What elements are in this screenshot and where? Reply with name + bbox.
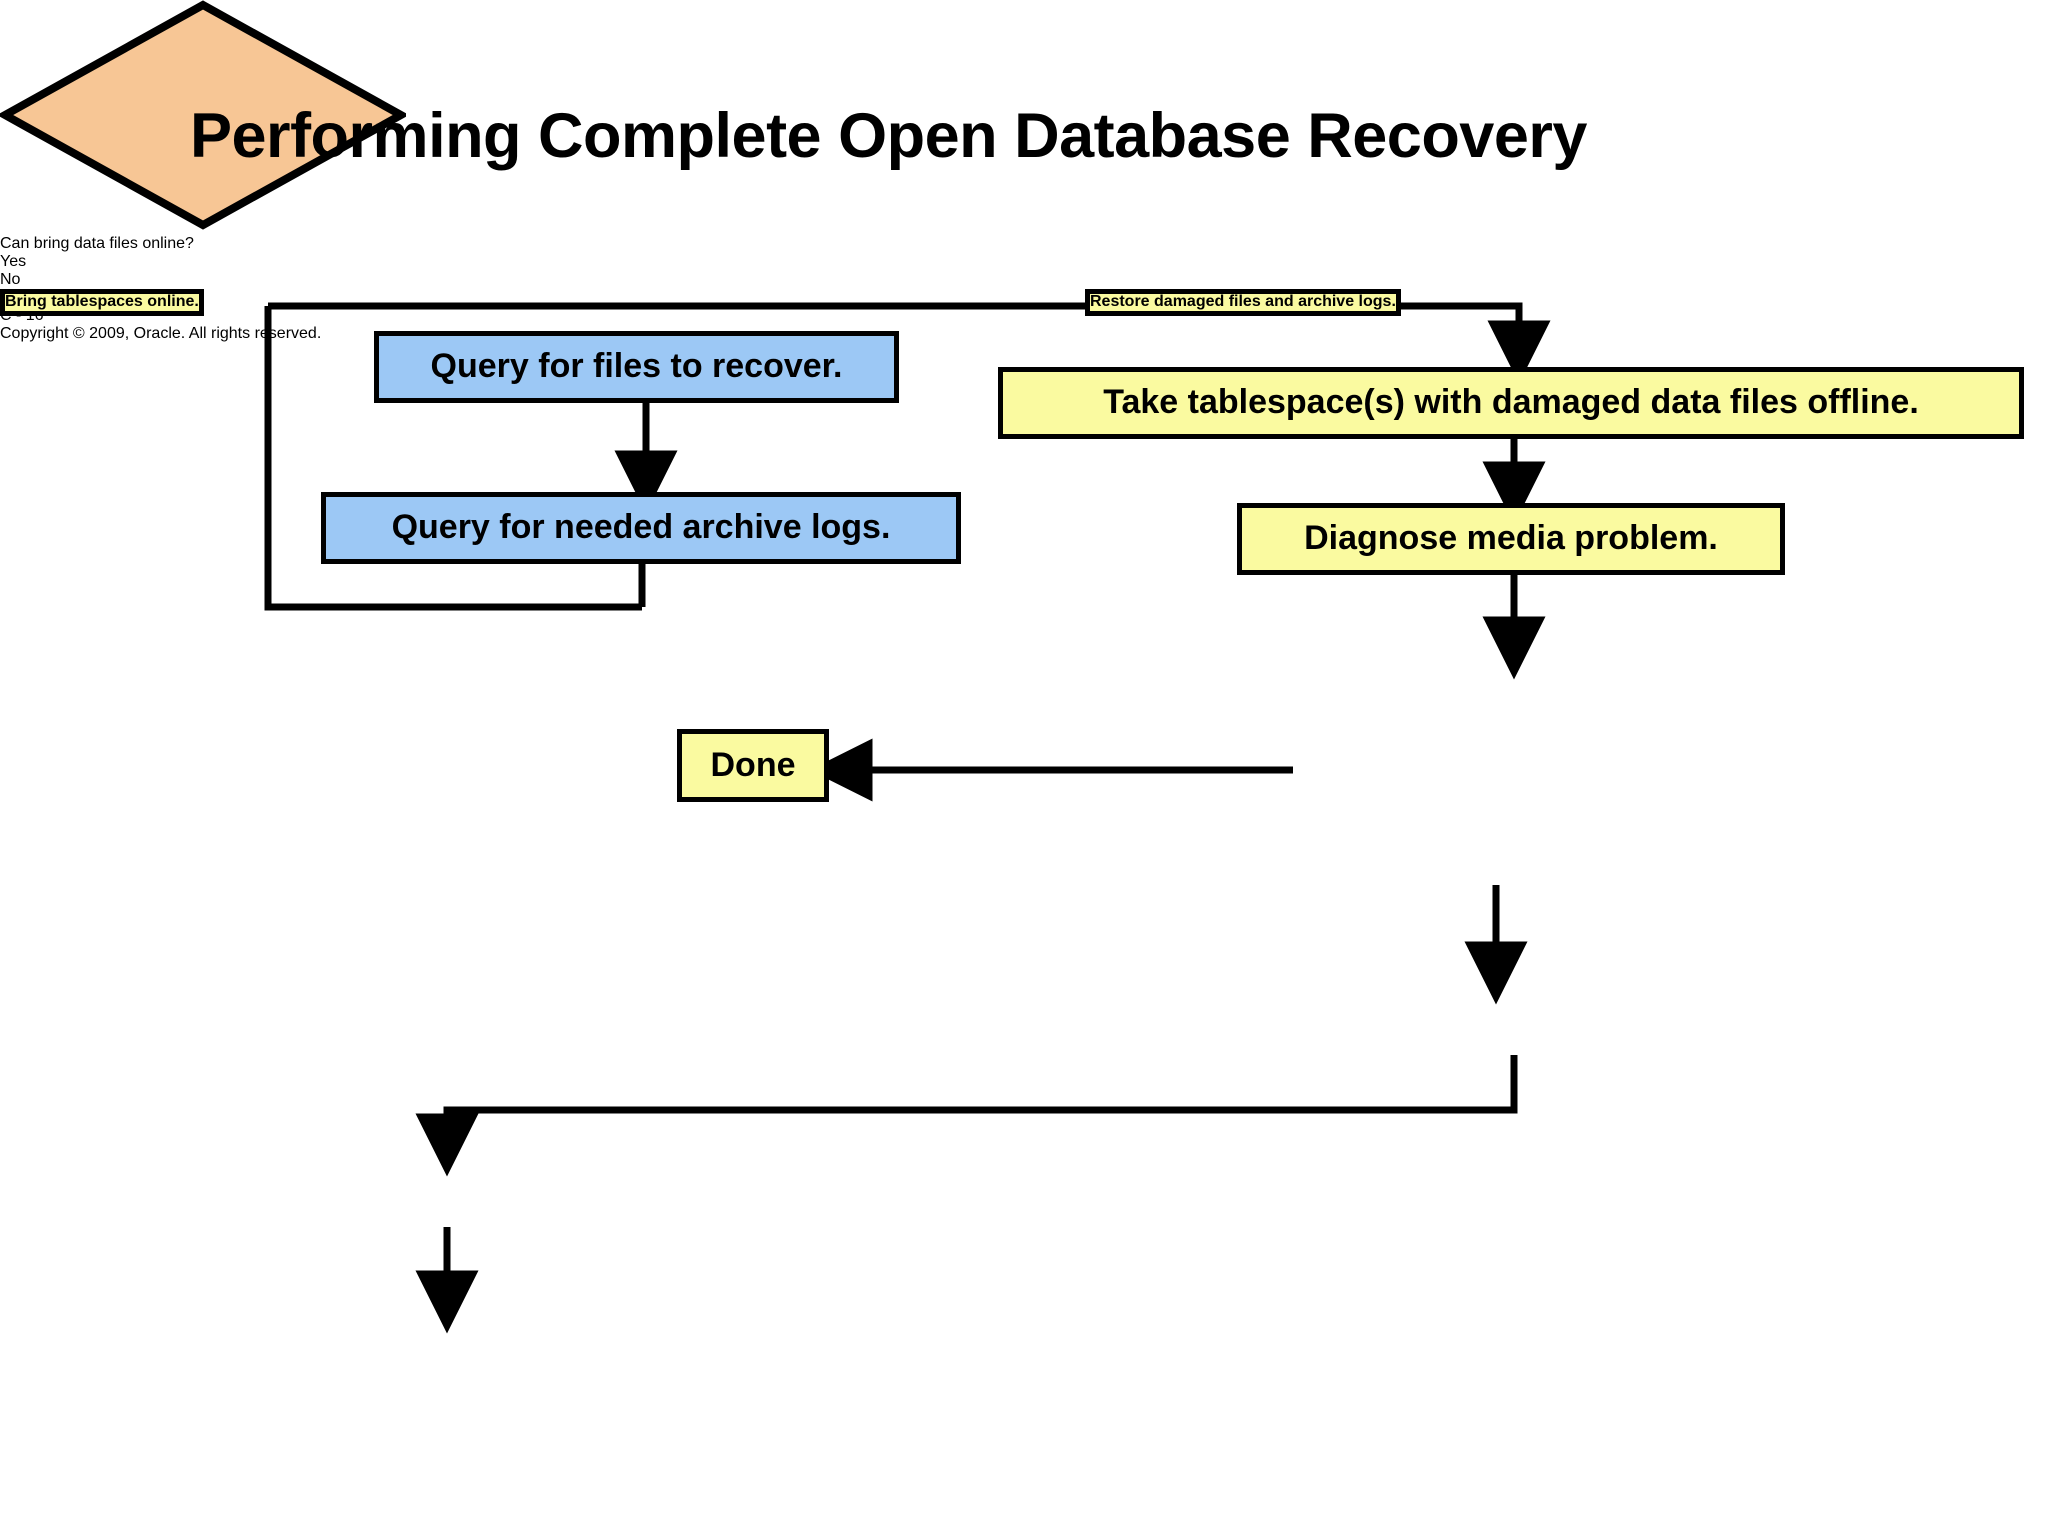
flowchart — [264, 302, 1551, 1334]
node-done[interactable]: Done — [677, 729, 829, 802]
decision-label-line1: Can bring — [0, 235, 70, 252]
node-diagnose-media-problem[interactable]: Diagnose media problem. — [1237, 503, 1785, 575]
decision-label-line3: online? — [142, 235, 194, 252]
node-bring-tablespaces-online[interactable]: Bring tablespaces online. — [0, 289, 204, 316]
decision-label-line2: data files — [73, 235, 138, 252]
edge-label-no: No — [0, 271, 21, 288]
node-take-tablespaces-offline[interactable]: Take tablespace(s) with damaged data fil… — [998, 367, 2024, 439]
flow-connectors — [264, 302, 1551, 1334]
diamond-shape — [0, 0, 410, 230]
node-decision-can-bring-online[interactable]: Can bring data files online? — [0, 0, 2048, 253]
copyright-notice: Copyright © 2009, Oracle. All rights res… — [0, 325, 322, 342]
node-restore-damaged-files[interactable]: Restore damaged files and archive logs. — [1085, 289, 1401, 316]
edge-label-yes: Yes — [0, 253, 27, 270]
page-title: Performing Complete Open Database Recove… — [190, 101, 1587, 171]
node-query-for-archive-logs[interactable]: Query for needed archive logs. — [321, 492, 961, 564]
node-query-for-files[interactable]: Query for files to recover. — [374, 331, 899, 403]
decision-label: Can bring data files online? — [0, 235, 2048, 253]
